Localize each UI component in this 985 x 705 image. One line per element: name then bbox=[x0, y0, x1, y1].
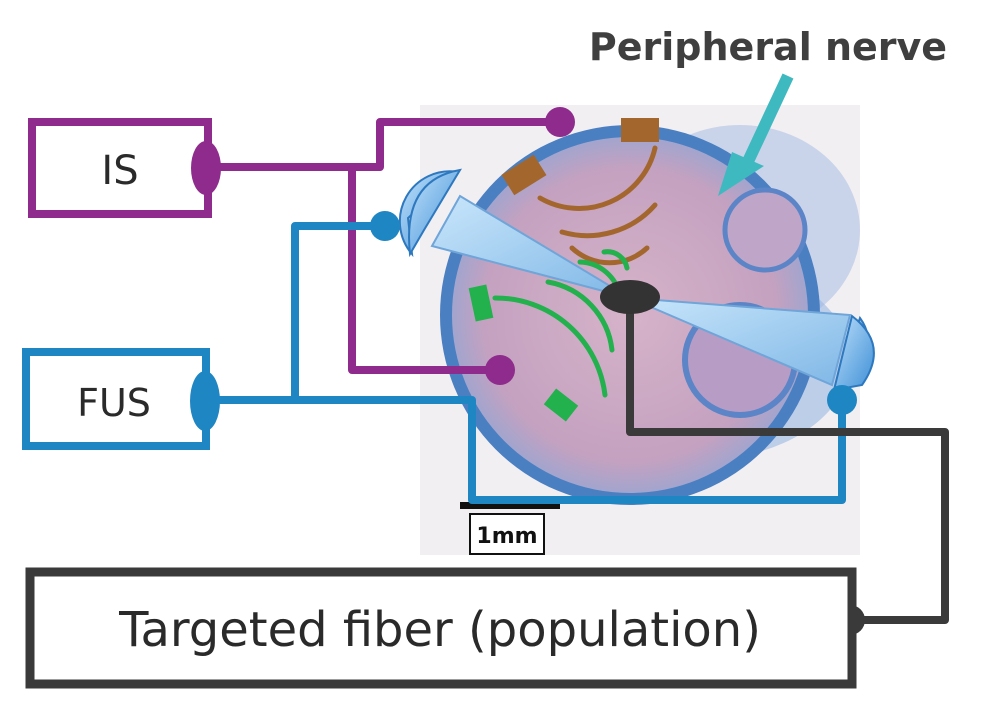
fus-box-label: FUS bbox=[77, 381, 151, 425]
is-electrode-pad-top bbox=[621, 118, 659, 142]
ultrasound-beam bbox=[430, 194, 852, 387]
fus-marker-left bbox=[468, 284, 494, 322]
transducer-upper-cap bbox=[408, 168, 462, 258]
fus-box-frame bbox=[22, 348, 210, 450]
fus-marker-bottom bbox=[543, 388, 579, 422]
is-wave-2 bbox=[559, 202, 658, 239]
target-wire bbox=[626, 300, 949, 624]
fus-wire-bottom bbox=[205, 396, 846, 504]
scale-bar-label: 1mm bbox=[476, 524, 537, 549]
is-waves bbox=[501, 118, 659, 266]
arrow-icon bbox=[718, 152, 764, 196]
fus-waves bbox=[468, 249, 630, 422]
target-box-frame bbox=[25, 567, 857, 689]
transducer-upper bbox=[398, 170, 461, 258]
is-wire-bottom bbox=[348, 167, 500, 374]
is-box-connector bbox=[191, 141, 221, 195]
is-electrode-dot-top bbox=[545, 107, 575, 137]
arrow-shaft bbox=[738, 73, 794, 173]
beam-upper bbox=[430, 194, 631, 299]
fus-transducer-dot-lower bbox=[827, 385, 857, 415]
is-wire-top bbox=[205, 118, 560, 171]
fus-wires bbox=[205, 222, 846, 504]
target-box-label: Targeted fiber (population) bbox=[118, 602, 761, 658]
is-electrode-dot-bottom bbox=[485, 355, 515, 385]
scale-bar-line bbox=[460, 502, 560, 509]
fus-box-connector bbox=[190, 371, 220, 431]
structure-label: Peripheral nerve bbox=[589, 25, 947, 69]
ultrasound-transducer-icon bbox=[398, 168, 875, 392]
scale-bar-box bbox=[469, 513, 545, 555]
scale-bar: 1mm bbox=[460, 502, 560, 555]
fus-wave-1 bbox=[492, 295, 608, 398]
target-wires bbox=[626, 300, 949, 624]
fus-transducer-dot-upper bbox=[370, 211, 400, 241]
is-box-label: IS bbox=[101, 148, 138, 194]
fus-wave-4 bbox=[601, 249, 630, 271]
focal-target bbox=[600, 280, 660, 314]
is-electrode-pad-left bbox=[501, 154, 547, 196]
fus-wave-2 bbox=[545, 279, 615, 353]
is-box: IS bbox=[28, 118, 221, 218]
transducer-lower-cap bbox=[832, 314, 875, 392]
fascicle bbox=[722, 187, 808, 273]
beam-lower bbox=[629, 297, 852, 387]
is-wires bbox=[205, 118, 560, 374]
target-box: Targeted fiber (population) bbox=[25, 567, 857, 689]
is-wave-3 bbox=[569, 245, 650, 266]
fus-box: FUS bbox=[22, 348, 220, 450]
is-wave-1 bbox=[537, 145, 658, 211]
structure-callout: Peripheral nerve bbox=[589, 25, 947, 196]
